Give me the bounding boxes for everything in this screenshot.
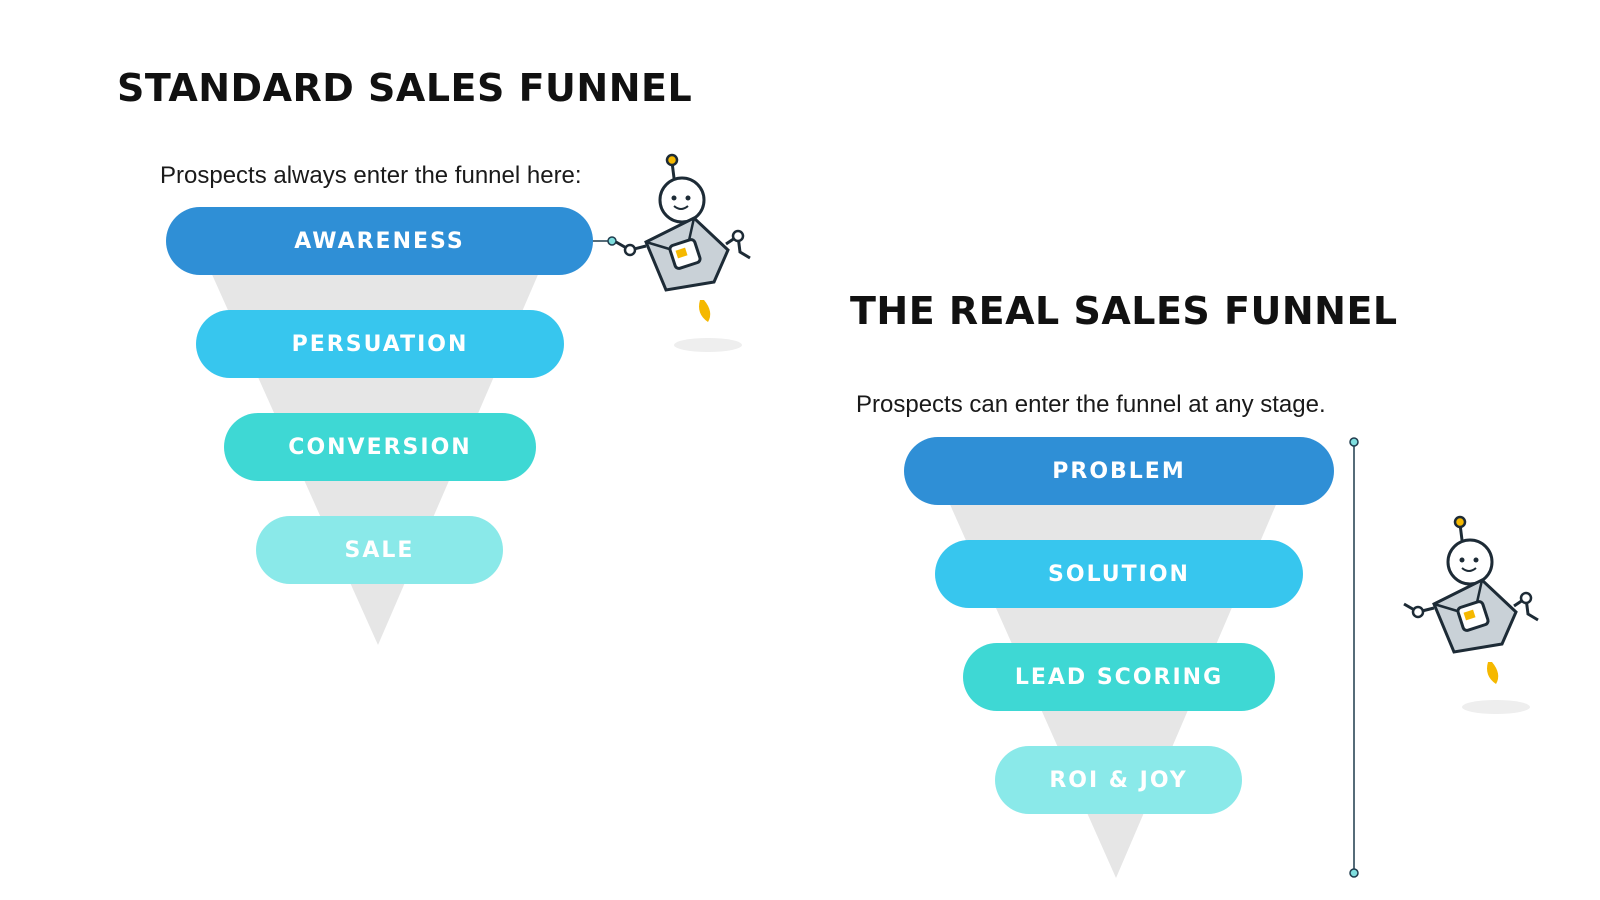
standard-stage-conversion: CONVERSION <box>224 413 536 481</box>
robot-mascot-icon <box>1403 515 1539 714</box>
real-funnel-subtitle: Prospects can enter the funnel at any st… <box>856 391 1326 418</box>
stage-label: SOLUTION <box>1048 561 1190 587</box>
real-stage-problem: PROBLEM <box>904 437 1334 505</box>
real-funnel-title: THE REAL SALES FUNNEL <box>850 289 1398 333</box>
stage-label: ROI & JOY <box>1049 767 1188 793</box>
real-stage-solution: SOLUTION <box>935 540 1303 608</box>
standard-stage-awareness: AWARENESS <box>166 207 593 275</box>
stage-label: AWARENESS <box>294 228 465 254</box>
stage-range-line <box>1349 437 1359 878</box>
standard-funnel-subtitle: Prospects always enter the funnel here: <box>160 162 582 189</box>
stage-label: CONVERSION <box>288 434 472 460</box>
real-stage-roi-joy: ROI & JOY <box>995 746 1242 814</box>
robot-mascot-icon <box>615 153 751 352</box>
real-stage-lead-scoring: LEAD SCORING <box>963 643 1275 711</box>
stage-label: PROBLEM <box>1052 458 1186 484</box>
standard-stage-persuation: PERSUATION <box>196 310 564 378</box>
stage-label: SALE <box>344 537 415 563</box>
standard-stage-sale: SALE <box>256 516 503 584</box>
standard-funnel-title: STANDARD SALES FUNNEL <box>117 66 693 110</box>
stage-label: LEAD SCORING <box>1014 664 1224 690</box>
stage-label: PERSUATION <box>291 331 469 357</box>
